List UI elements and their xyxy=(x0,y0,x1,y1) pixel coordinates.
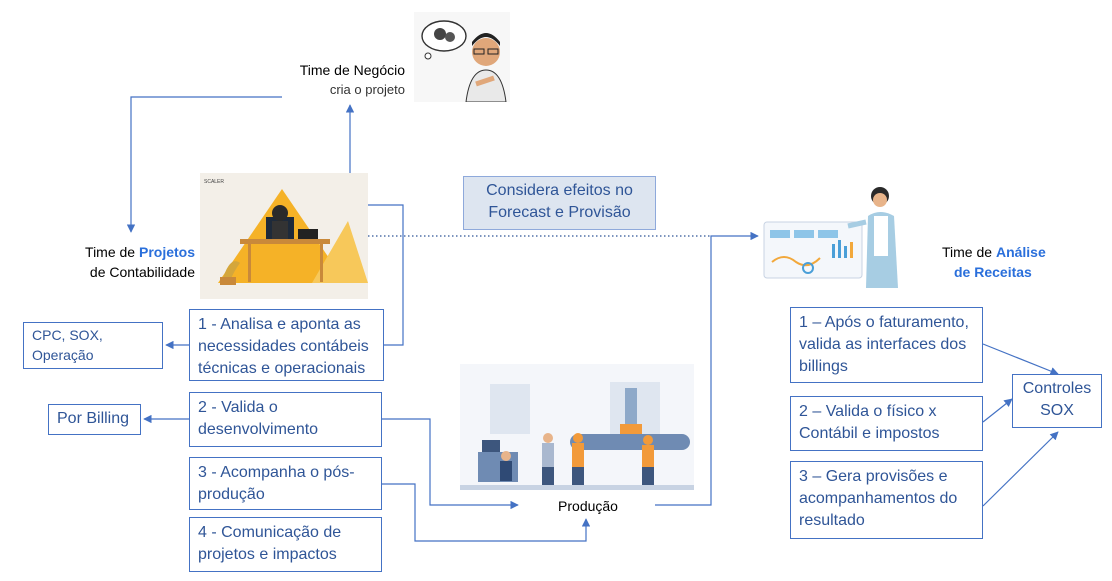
receitas-line2: de Receitas xyxy=(954,264,1032,280)
negocio-subtitle: cria o projeto xyxy=(329,82,405,97)
right-step-2: 2 – Valida o físico x Contábil e imposto… xyxy=(790,396,983,451)
projetos-highlight: Projetos xyxy=(138,244,195,260)
receitas-label: Time de Análise de Receitas xyxy=(928,242,1054,282)
arrow-negocio-projetos xyxy=(126,96,282,233)
thinking-person-illustration xyxy=(414,12,510,103)
arrow-r2-controles xyxy=(982,398,1013,423)
negocio-label: Time de Negócio cria o projeto xyxy=(250,60,405,100)
controles-sox-box: Controles SOX xyxy=(1012,374,1102,428)
billing-box: Por Billing xyxy=(48,404,141,435)
arrow-producao-receitas xyxy=(655,231,759,506)
projetos-line2: de Contabilidade xyxy=(89,264,195,280)
left-step-4: 4 - Comunicação de projetos e impactos xyxy=(189,517,382,572)
producao-label: Produção xyxy=(558,498,618,514)
receitas-highlight: Análise xyxy=(995,244,1046,260)
desk-worker-illustration: SCALER xyxy=(200,173,368,299)
cpc-sox-box: CPC, SOX, Operação xyxy=(23,322,163,369)
arrow-step1-negocio xyxy=(345,104,404,346)
left-step-1: 1 - Analisa e aponta as necessidades con… xyxy=(189,309,384,381)
scaler-logo: SCALER xyxy=(204,179,224,185)
right-step-1: 1 – Após o faturamento, valida as interf… xyxy=(790,307,983,383)
arrow-step2-producao xyxy=(382,418,519,510)
projetos-label: Time de Projetos de Contabilidade xyxy=(55,242,195,282)
dashboard-presenter-illustration xyxy=(762,182,922,290)
arrow-step3-producao xyxy=(382,483,591,542)
left-step-2: 2 - Valida o desenvolvimento xyxy=(189,392,382,447)
receitas-prefix: Time de xyxy=(942,244,996,260)
right-step-3: 3 – Gera provisões e acompanhamentos do … xyxy=(790,461,983,539)
projetos-prefix: Time de xyxy=(85,244,139,260)
forecast-box: Considera efeitos no Forecast e Provisão xyxy=(463,176,656,230)
negocio-title: Time de Negócio xyxy=(299,62,405,78)
arrow-r1-controles xyxy=(982,343,1059,376)
left-step-3: 3 - Acompanha o pós-produção xyxy=(189,457,382,510)
factory-production-illustration xyxy=(460,364,694,490)
arrow-r3-controles xyxy=(982,431,1059,507)
